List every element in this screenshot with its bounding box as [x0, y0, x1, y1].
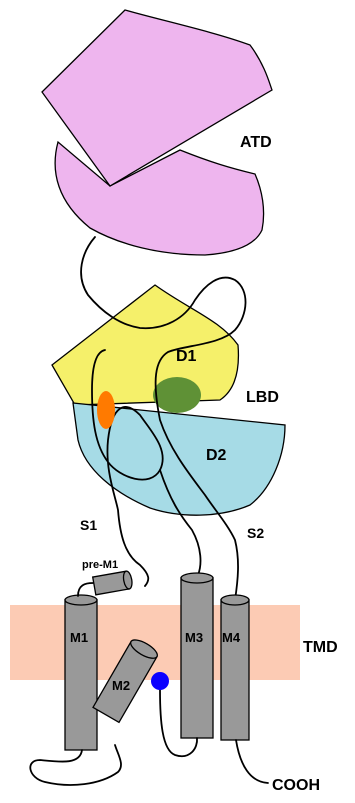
- lbd-d1-lobe: [52, 285, 238, 405]
- blue-site-marker: [151, 672, 169, 690]
- label-cooh: COOH: [272, 777, 320, 794]
- label-atd: ATD: [240, 134, 272, 151]
- orange-site-marker: [97, 391, 115, 429]
- label-lbd: LBD: [246, 389, 279, 406]
- label-s1: S1: [80, 517, 97, 533]
- label-m2: M2: [112, 678, 130, 693]
- label-d1: D1: [176, 348, 197, 365]
- label-s2: S2: [247, 525, 264, 541]
- m1-helix: [65, 595, 97, 750]
- label-m4: M4: [222, 630, 241, 645]
- chain-m4-cooh: [236, 740, 268, 783]
- label-d2: D2: [206, 447, 227, 464]
- label-tmd: TMD: [303, 639, 338, 656]
- pre-m1-helix: [93, 570, 134, 594]
- m4-helix: [221, 595, 249, 740]
- label-m1: M1: [70, 630, 88, 645]
- label-m3: M3: [185, 630, 203, 645]
- chain-m1-to-pre: [78, 583, 93, 596]
- ligand-ellipse: [153, 377, 201, 413]
- atd-lower-lobe: [55, 142, 263, 255]
- m3-helix: [181, 573, 213, 738]
- label-pre-m1: pre-M1: [82, 559, 118, 571]
- chain-m1-to-m2: [30, 745, 121, 785]
- membrane-band: [10, 605, 300, 680]
